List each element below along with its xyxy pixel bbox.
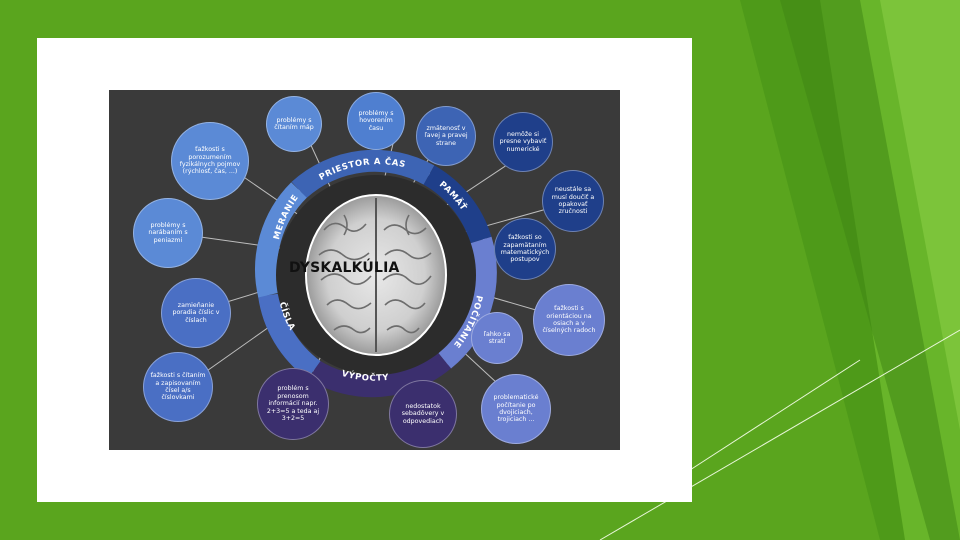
- bubble-number-line: ťažkosti s orientáciou na osiach a v čís…: [533, 284, 605, 356]
- bubble-procedures: ťažkosti so zapamätaním matematických po…: [494, 218, 556, 280]
- bubble-read-write-numbers: ťažkosti s čítaním a zapisovaním čísel a…: [143, 352, 213, 422]
- bubble-gets-lost: ľahko sa stratí: [471, 312, 523, 364]
- bubble-transfer: problém s prenosom informácií napr. 2+3=…: [257, 368, 329, 440]
- bubble-counting: problematické počítanie po dvojiciach, t…: [481, 374, 551, 444]
- dyscalculia-infographic: PRIESTOR A ČAS PAMÄŤ POČÍTANIE VÝPOČTY Č…: [109, 90, 620, 450]
- bubble-map-reading: problémy s čítaním máp: [266, 96, 322, 152]
- bubble-digit-order: zamieňanie poradia číslic v číslach: [161, 278, 231, 348]
- bubble-recall: nemôže si presne vybaviť numerické: [493, 112, 553, 172]
- bubble-telling-time: problémy s hovorením času: [347, 92, 405, 150]
- bubble-relearn: neustále sa musí doučiť a opakovať zručn…: [542, 170, 604, 232]
- bubble-confidence: nedostatok sebadôvery v odpovediach: [389, 380, 457, 448]
- diagram-title: DYSKALKÚLIA: [289, 260, 400, 276]
- bubble-money: problémy s narábaním s peniazmi: [133, 198, 203, 268]
- bubble-physics: ťažkosti s porozumením fyzikálnych pojmo…: [171, 122, 249, 200]
- bubble-left-right: zmätenosť v ľavej a pravej strane: [416, 106, 476, 166]
